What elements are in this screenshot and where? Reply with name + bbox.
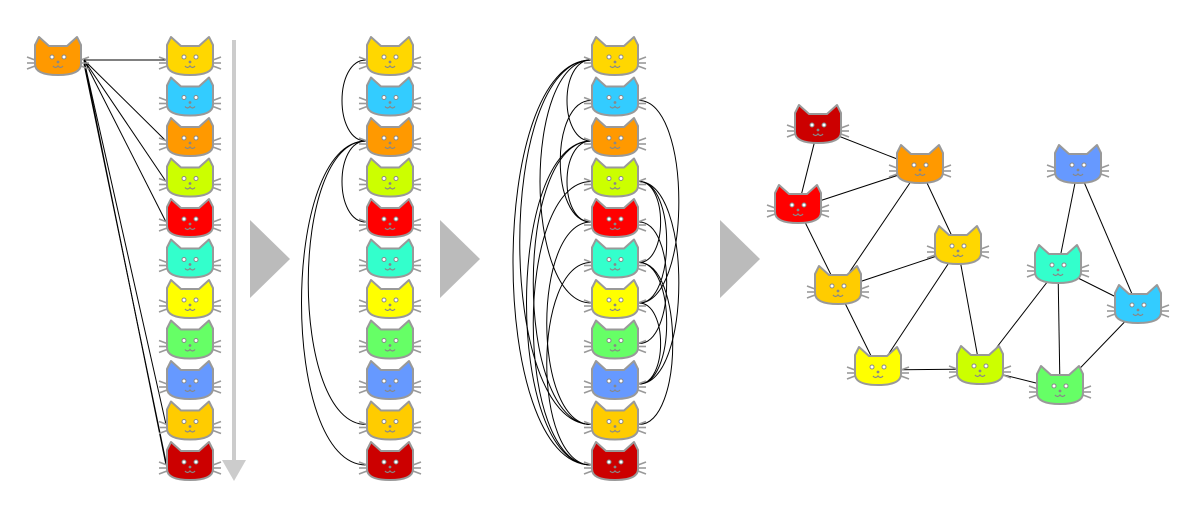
timeline-arrow-layer	[222, 40, 246, 481]
graph-edge-blue-sky_blue	[1077, 167, 1139, 309]
panel-1-cat-green-icon	[158, 319, 222, 360]
panel-2-cat-orange-icon	[358, 117, 422, 157]
panel-3-cat-dark_red-icon	[583, 441, 647, 481]
graph-cat-green-icon	[1028, 365, 1092, 405]
panel-3-arc-6	[519, 59, 592, 425]
graph-cat-turquoise-icon	[1026, 244, 1090, 284]
cats-layer	[26, 36, 1170, 481]
panel-2-cat-sky_blue-icon	[358, 76, 422, 117]
graph-cat-yellow-icon	[846, 346, 910, 386]
panel-1-cat-blue-icon	[158, 360, 222, 400]
panel-1-cat-gold-icon	[158, 400, 222, 441]
graph-cat-yellow_light-icon	[926, 225, 990, 265]
panel-2-cat-dark_red-icon	[358, 441, 422, 481]
panel-1-cat-dark_red-icon	[158, 441, 222, 481]
graph-cat-blue-icon	[1046, 144, 1110, 184]
panel-2-cat-yellow-icon	[358, 279, 422, 319]
panel-1-edge-2	[83, 59, 167, 182]
panel-3-arc-14	[638, 262, 674, 425]
graph-edge-yellow-yellow_light	[877, 248, 959, 371]
graph-edge-blue-turquoise	[1057, 167, 1079, 269]
panel-1-cat-orange-icon	[158, 117, 222, 157]
panel-3-cat-green-icon	[583, 319, 647, 360]
graph-cat-dark_red-icon	[786, 104, 850, 144]
panel-3-cat-yellow_light-icon	[583, 36, 647, 76]
panel-2-cat-green-icon	[358, 319, 422, 360]
panel-3-arc-3	[526, 140, 592, 466]
panel-1-cat-lime-icon	[158, 157, 222, 198]
panel-3-cat-blue-icon	[583, 360, 647, 400]
panel-3-arc-12	[638, 181, 680, 385]
panel-3-cat-sky_blue-icon	[583, 76, 647, 117]
panel-1-source-cat-icon	[26, 36, 90, 76]
panel-3-cat-lime-icon	[583, 157, 647, 198]
panel-3-cat-red-icon	[583, 198, 647, 238]
panel-3-arc-10	[559, 100, 592, 223]
panel-2-cat-yellow_light-icon	[358, 36, 422, 76]
panel-1-cat-yellow-icon	[158, 279, 222, 319]
panel-3-arc-7	[532, 181, 592, 466]
panel-3-cat-gold-icon	[583, 400, 647, 441]
timeline-arrow-head	[222, 460, 246, 481]
panel-3-arc-11	[638, 100, 680, 304]
panel-3-arc-4	[539, 59, 592, 304]
panel-1-cat-sky_blue-icon	[158, 76, 222, 117]
graph-cat-gold-icon	[806, 265, 870, 305]
step-arrow-2	[440, 220, 480, 298]
graph-cat-red-icon	[766, 184, 830, 224]
graph-cat-lime-icon	[948, 345, 1012, 385]
panel-2-cat-turquoise-icon	[358, 238, 422, 279]
panel-3-arc-1	[566, 140, 592, 223]
graph-edge-yellow_light-lime	[957, 248, 981, 370]
panel-1-cat-yellow_light-icon	[158, 36, 222, 76]
panel-3-arc-9	[546, 262, 592, 466]
panel-3-cat-orange-icon	[583, 117, 647, 157]
panel-3-arc-5	[512, 59, 592, 466]
panel-3-arc-2	[532, 140, 592, 425]
panel-3-arc-16	[638, 302, 662, 385]
panel-3-arc-17	[638, 262, 668, 385]
panel-2-cat-red-icon	[358, 198, 422, 238]
panel-1-cat-turquoise-icon	[158, 238, 222, 279]
panel-3-arc-13	[638, 221, 668, 344]
panel-1-edge-4	[83, 59, 167, 425]
step-arrow-3	[720, 220, 760, 298]
panel-2-arc-0	[341, 59, 367, 142]
panel-1-edge-extra	[83, 63, 167, 463]
graph-edge-turquoise-green	[1057, 267, 1061, 390]
panel-1-edge-3	[83, 59, 167, 223]
panel-2-cat-blue-icon	[358, 360, 422, 400]
panel-2-arc-3	[301, 140, 367, 466]
panel-3-arc-0	[566, 59, 592, 142]
panel-2-cat-lime-icon	[358, 157, 422, 198]
step-arrows-layer	[250, 220, 760, 298]
panel-2-cat-gold-icon	[358, 400, 422, 441]
panel-1-edge-1	[83, 59, 167, 142]
step-arrow-1	[250, 220, 290, 298]
graph-cat-sky_blue-icon	[1106, 284, 1170, 324]
panel-2-arc-1	[341, 140, 367, 223]
panel-2-arc-2	[307, 140, 367, 425]
panel-3-arc-8	[546, 221, 592, 425]
panel-3-arc-18	[638, 181, 662, 263]
graph-cat-orange-icon	[888, 144, 952, 184]
panel-3-cat-turquoise-icon	[583, 238, 647, 279]
panel-1-cat-red-icon	[158, 198, 222, 238]
graph-edge-orange-gold	[837, 167, 921, 290]
panel-3-cat-yellow-icon	[583, 279, 647, 319]
